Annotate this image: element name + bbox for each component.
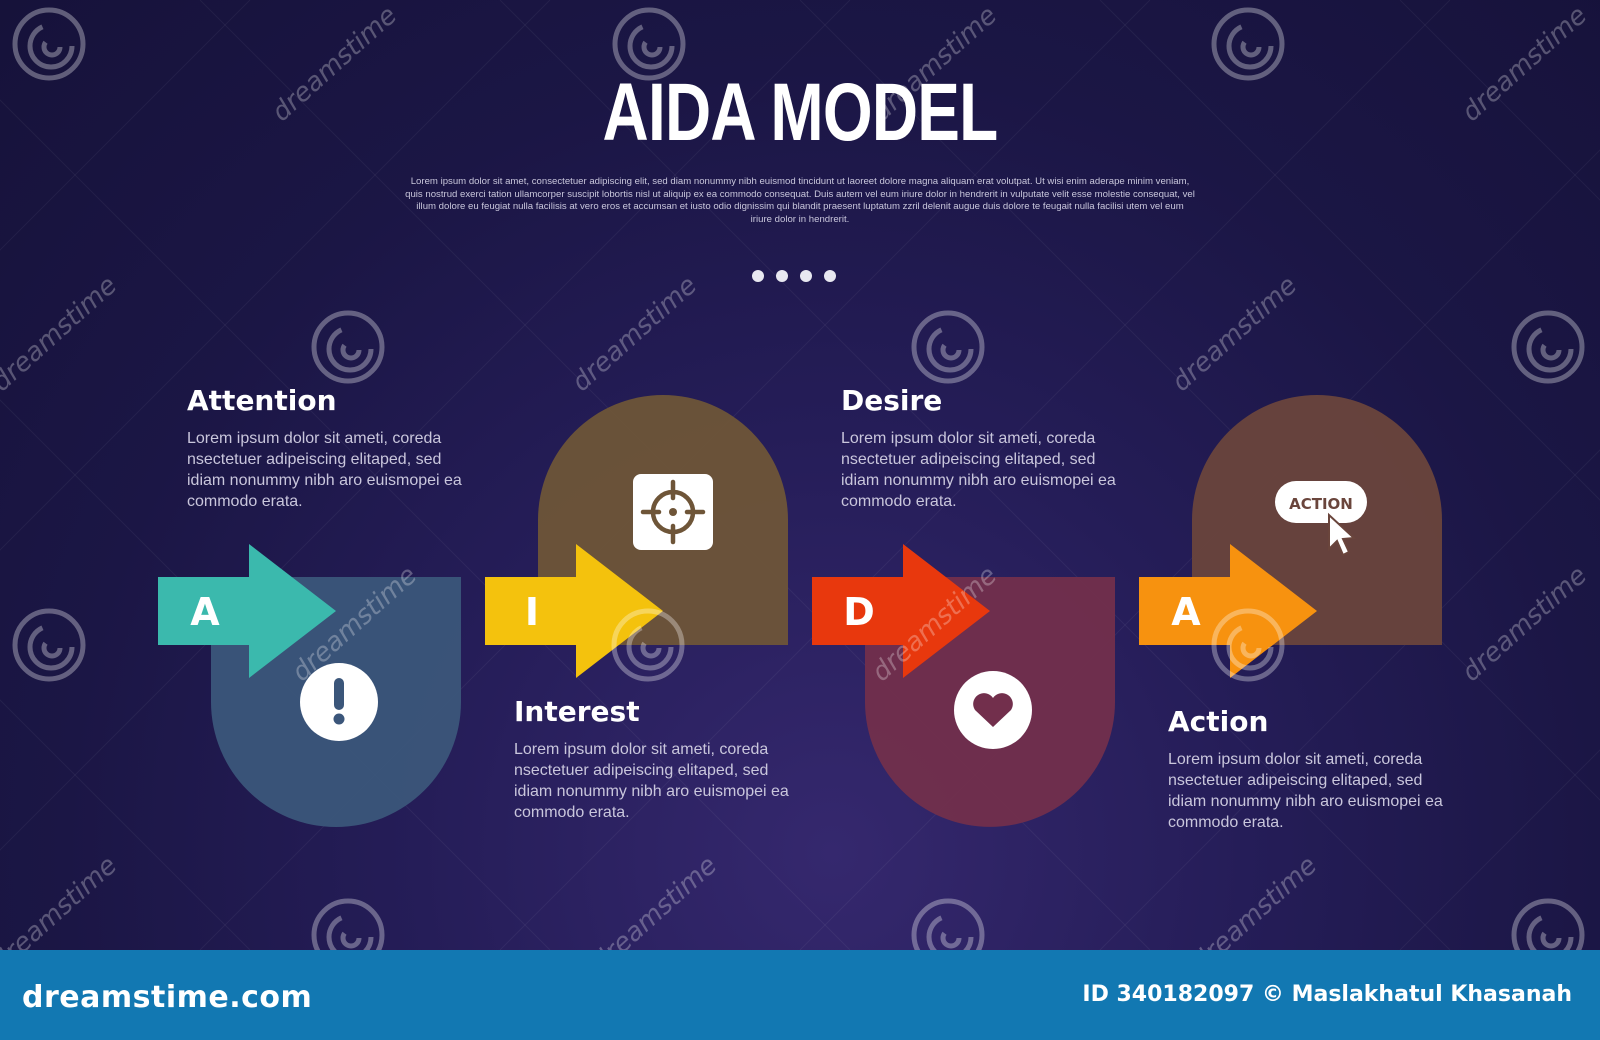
watermark-text: dreamstime (1456, 560, 1593, 687)
pattern-line (1099, 0, 1600, 501)
stage-title-action: Action (1168, 705, 1269, 738)
watermark-text: dreamstime (1456, 0, 1593, 127)
watermark-spiral (12, 7, 86, 81)
stage-action: A ACTION (1139, 395, 1442, 678)
stage-desc-interest: Lorem ipsum dolor sit ameti, coreda nsec… (514, 741, 789, 821)
pagination-dot (824, 270, 836, 282)
pattern-line (1399, 749, 1600, 950)
stage-letter: D (843, 590, 875, 634)
stage-letter: A (1171, 590, 1201, 634)
watermark-text: dreamstime (0, 270, 123, 397)
footer-site-logo: dreamstime.com (22, 980, 313, 1015)
stage-interest: I (485, 395, 788, 678)
watermark-text: dreamstime (1186, 850, 1323, 950)
watermark-text: dreamstime (0, 850, 123, 950)
watermark-spiral (611, 608, 685, 682)
stage-arrow (1139, 544, 1317, 678)
pattern-line (0, 99, 851, 950)
pagination-dots (752, 270, 836, 282)
footer-credit: ID 340182097 © Maslakhatul Khasanah (1082, 982, 1572, 1007)
stage-arrow (485, 544, 663, 678)
stage-title-desire: Desire (841, 384, 943, 417)
stage-title-attention: Attention (187, 384, 337, 417)
watermark-spiral (911, 898, 985, 950)
watermark-spiral (612, 7, 686, 81)
stage-arrow (812, 544, 990, 678)
watermark-spiral (1511, 310, 1585, 384)
stage-letter: A (190, 590, 220, 634)
watermark-spiral (311, 898, 385, 950)
watermark-spiral (1211, 608, 1285, 682)
watermark-spiral (1511, 898, 1585, 950)
pattern-line (0, 699, 251, 950)
watermark-text: dreamstime (1166, 270, 1303, 397)
pattern-line (0, 0, 851, 851)
action-button-cursor-icon: ACTION (1275, 481, 1367, 557)
pagination-dot (776, 270, 788, 282)
stage-letter: I (525, 590, 539, 634)
pattern-line (1099, 449, 1600, 950)
watermark-text: dreamstime (586, 850, 723, 950)
stage-arrow (158, 544, 336, 678)
exclamation-icon (300, 663, 378, 741)
target-icon (633, 474, 713, 550)
footer-bar: dreamstime.com ID 340182097 © Maslakhatu… (0, 950, 1600, 1040)
heart-icon (954, 671, 1032, 749)
pattern-line (499, 0, 1451, 950)
watermark-spiral (12, 608, 86, 682)
stage-desire: D (812, 544, 1115, 827)
pattern-line (499, 0, 1451, 950)
watermark-spiral (311, 310, 385, 384)
pattern-line (0, 0, 551, 551)
intro-paragraph: Lorem ipsum dolor sit amet, consectetuer… (405, 176, 1195, 225)
pagination-dot (800, 270, 812, 282)
watermark-spiral (1211, 7, 1285, 81)
stage-title-interest: Interest (514, 695, 640, 728)
page-title: AIDA MODEL (602, 67, 999, 158)
aida-diagram-canvas: A I D A ACTION dreamstime dreamstime dreamstime… (0, 0, 1600, 950)
stage-desc-desire: Lorem ipsum dolor sit ameti, coreda nsec… (841, 430, 1116, 510)
stage-desc-attention: Lorem ipsum dolor sit ameti, coreda nsec… (187, 430, 462, 510)
pagination-dot (752, 270, 764, 282)
pattern-line (0, 0, 251, 251)
action-icon-label: ACTION (1289, 495, 1353, 513)
pattern-line (1399, 0, 1600, 201)
watermark-spiral (911, 310, 985, 384)
stage-desc-action: Lorem ipsum dolor sit ameti, coreda nsec… (1168, 751, 1443, 831)
stage-attention: A (158, 544, 461, 827)
watermark-text: dreamstime (566, 270, 703, 397)
